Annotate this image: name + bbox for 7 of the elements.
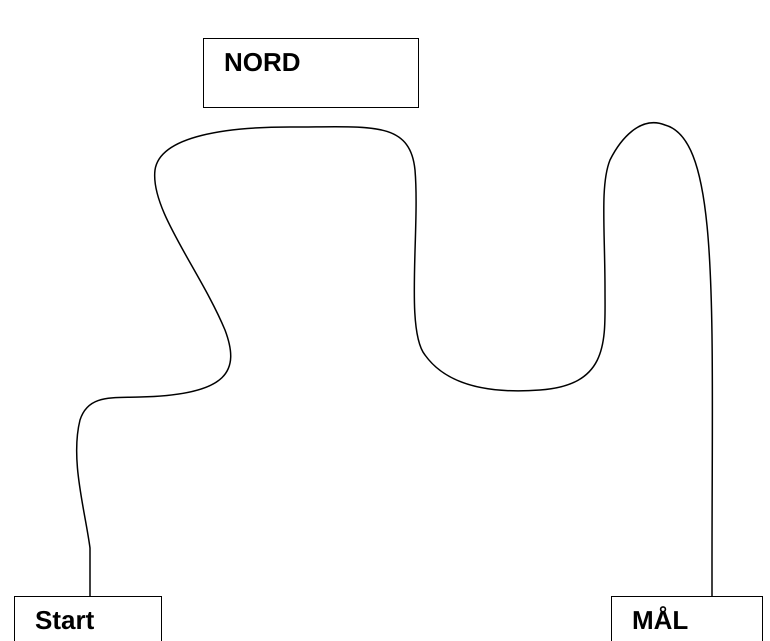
box-label: MÅL — [632, 605, 688, 636]
box-label: Start — [35, 605, 94, 636]
box-label: NORD — [224, 47, 301, 78]
winding-path — [76, 123, 714, 596]
label-box — [611, 596, 763, 641]
label-box — [14, 596, 162, 641]
label-box — [203, 38, 419, 108]
